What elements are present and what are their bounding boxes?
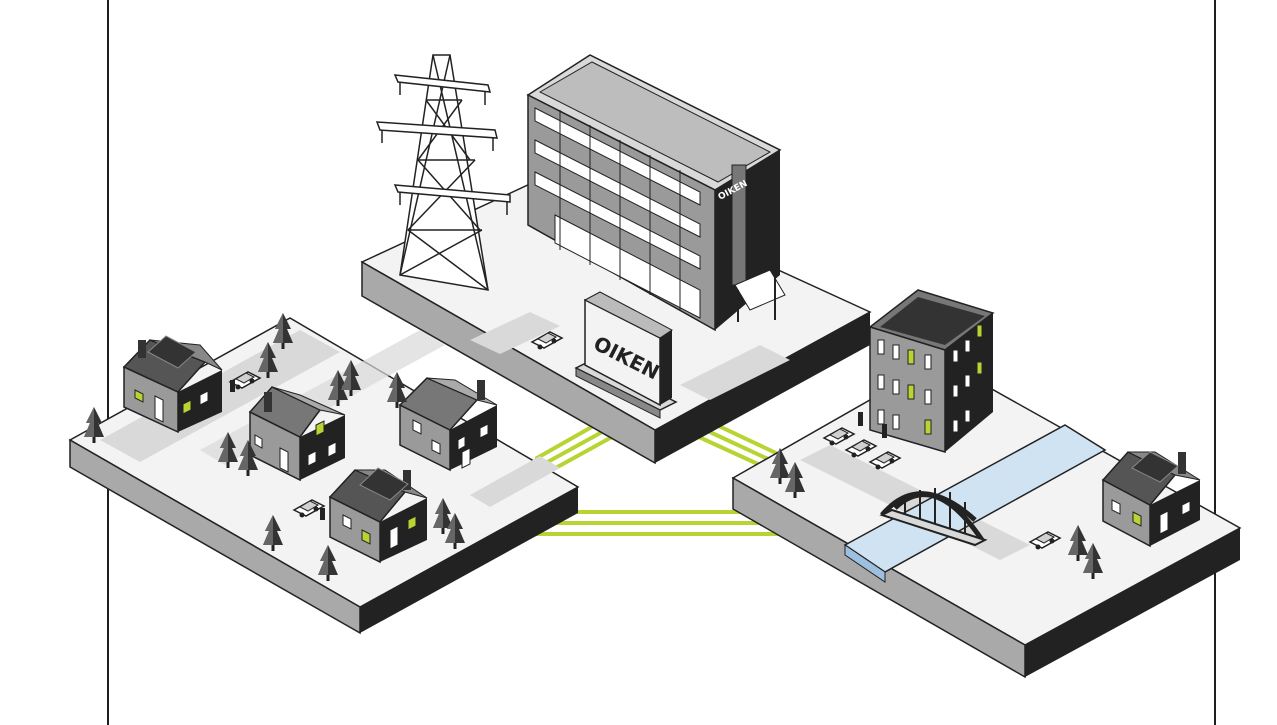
- house-icon: [122, 339, 223, 434]
- house-icon: [1101, 451, 1201, 548]
- frame-line-right: [1214, 0, 1216, 725]
- house-icon: [398, 377, 498, 472]
- power-line-icon: [509, 418, 802, 536]
- bridge-icon: [879, 488, 988, 547]
- office-building-icon: OIKEN: [526, 54, 786, 332]
- apartment-building-icon: [868, 289, 995, 454]
- house-icon: [328, 469, 428, 564]
- ev-charger-icon: [230, 380, 325, 520]
- solar-panel-icon: [1131, 451, 1179, 483]
- river-icon: [843, 424, 1107, 583]
- transmission-tower-icon: [375, 54, 511, 291]
- ev-charger-icon: [858, 412, 887, 438]
- house-icon: [248, 386, 346, 482]
- frame-line-left: [107, 0, 109, 725]
- solar-panel-icon: [359, 467, 409, 501]
- oiken-sign: OIKEN: [574, 291, 678, 419]
- solar-panel-icon: [147, 335, 197, 369]
